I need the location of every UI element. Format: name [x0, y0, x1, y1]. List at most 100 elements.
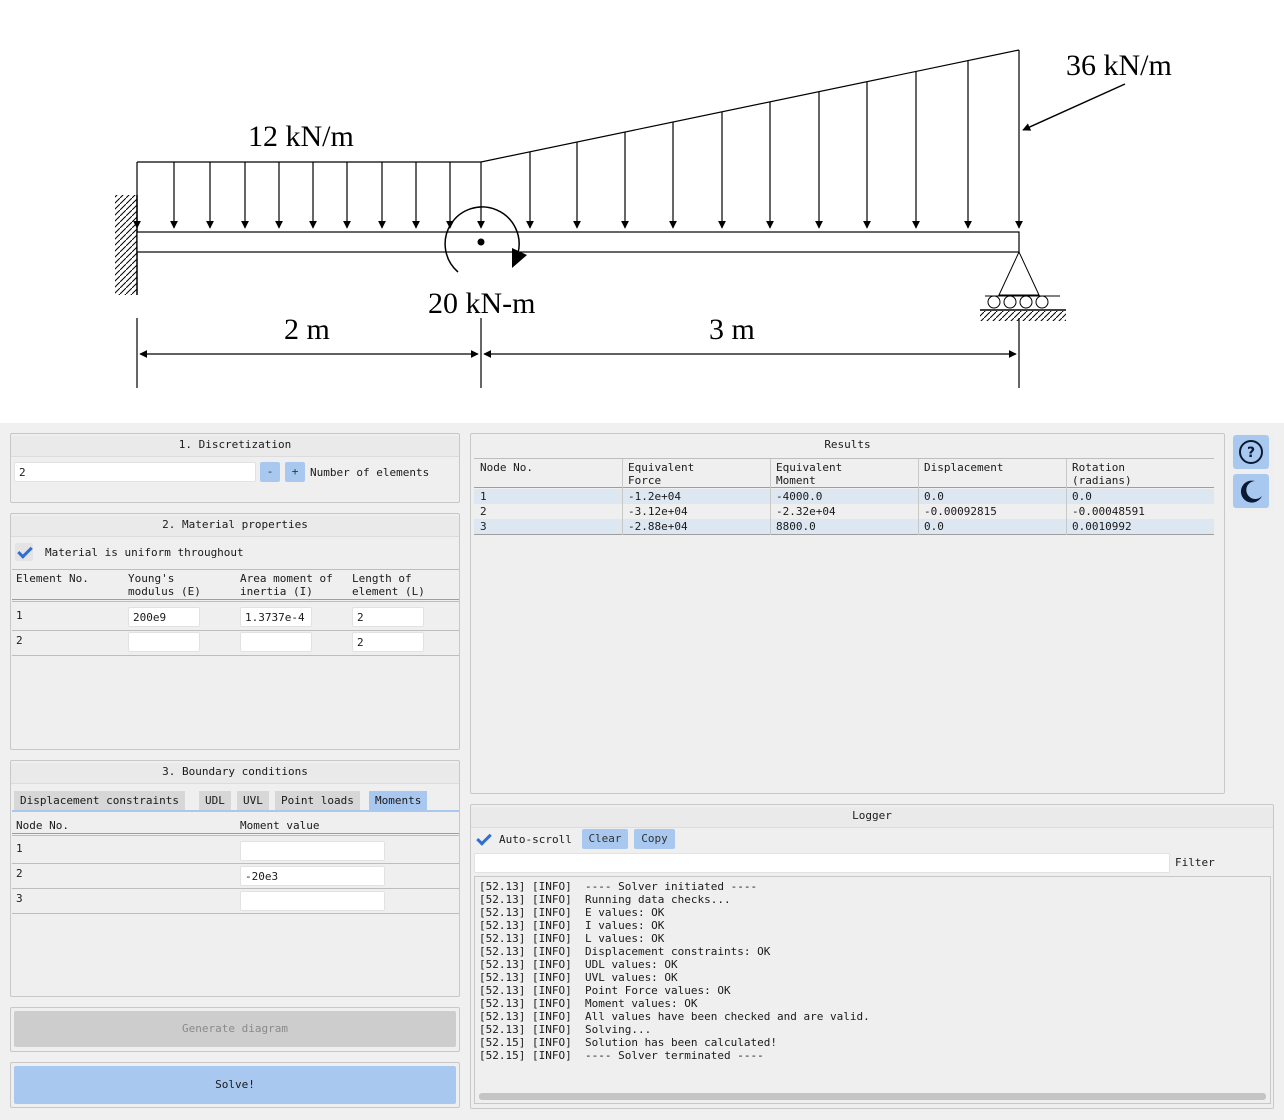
uvl-label: 36 kN/m [1066, 49, 1172, 82]
results-row-1-displacement: 0.0 [924, 490, 944, 503]
boundary-row-1-moment-input[interactable] [240, 841, 385, 861]
boundary-row-2-moment-input[interactable]: -20e3 [240, 866, 385, 886]
log-output[interactable]: [52.13] [INFO] ---- Solver initiated ---… [474, 876, 1271, 1104]
moment-label: 20 kN-m [428, 287, 536, 320]
filter-input[interactable] [474, 853, 1170, 873]
material-header-i: Area moment of inertia (I) [240, 572, 333, 598]
uvl-load-line [480, 49, 1020, 163]
log-line: [52.13] [INFO] Running data checks... [479, 893, 731, 906]
question-circle-icon: ? [1239, 440, 1263, 464]
results-row-2-node: 2 [480, 505, 487, 518]
log-horizontal-scrollbar[interactable] [479, 1093, 1266, 1100]
copy-button[interactable]: Copy [634, 829, 675, 849]
material-header-element: Element No. [16, 572, 89, 585]
material-row-1-l-input[interactable]: 2 [352, 607, 424, 627]
results-row-1-node: 1 [480, 490, 487, 503]
tab-displacement-constraints[interactable]: Displacement constraints [14, 791, 185, 810]
material-row-1-i-input[interactable]: 1.3737e-4 [240, 607, 312, 627]
results-row-3-node: 3 [480, 520, 487, 533]
results-row-3-force: -2.88e+04 [628, 520, 688, 533]
results-row-3-displacement: 0.0 [924, 520, 944, 533]
help-button[interactable]: ? [1233, 435, 1269, 469]
log-line: [52.15] [INFO] ---- Solver terminated --… [479, 1049, 764, 1062]
boundary-title: 3. Boundary conditions [11, 763, 459, 784]
results-row-1-moment: -4000.0 [776, 490, 823, 503]
results-row-1-force: -1.2e+04 [628, 490, 681, 503]
log-line: [52.15] [INFO] Solution has been calcula… [479, 1036, 778, 1049]
fixed-support [115, 195, 137, 295]
discretization-title: 1. Discretization [11, 436, 459, 457]
results-header-displacement: Displacement [924, 461, 1004, 474]
span1-label: 2 m [284, 313, 330, 346]
results-row-2-moment: -2.32e+04 [776, 505, 836, 518]
boundary-row-1-node: 1 [16, 842, 23, 855]
results-row-1-rotation: 0.0 [1072, 490, 1092, 503]
filter-label: Filter [1175, 856, 1215, 869]
material-title: 2. Material properties [11, 516, 459, 537]
results-header-force: Equivalent Force [628, 461, 695, 487]
results-row: 2 -3.12e+04 -2.32e+04 -0.00092815 -0.000… [474, 504, 1214, 519]
log-line: [52.13] [INFO] Displacement constraints:… [479, 945, 771, 958]
results-row-2-displacement: -0.00092815 [924, 505, 997, 518]
results-row: 3 -2.88e+04 8800.0 0.0 0.0010992 [474, 519, 1214, 534]
log-line: [52.13] [INFO] Point Force values: OK [479, 984, 731, 997]
log-line: [52.13] [INFO] ---- Solver initiated ---… [479, 880, 758, 893]
decrement-button[interactable]: - [260, 462, 280, 482]
results-row-2-rotation: -0.00048591 [1072, 505, 1145, 518]
log-line: [52.13] [INFO] Solving... [479, 1023, 652, 1036]
log-line: [52.13] [INFO] UDL values: OK [479, 958, 678, 971]
span2-label: 3 m [709, 313, 755, 346]
logger-title: Logger [471, 807, 1273, 828]
log-line: [52.13] [INFO] I values: OK [479, 919, 665, 932]
results-row-2-force: -3.12e+04 [628, 505, 688, 518]
increment-button[interactable]: + [285, 462, 305, 482]
solve-button[interactable]: Solve! [14, 1066, 456, 1104]
autoscroll-label: Auto-scroll [499, 833, 572, 846]
tab-uvl[interactable]: UVL [237, 791, 269, 810]
udl-label: 12 kN/m [248, 120, 354, 153]
tab-udl[interactable]: UDL [199, 791, 231, 810]
material-header-e: Young's modulus (E) [128, 572, 201, 598]
autoscroll-checkbox[interactable] [474, 830, 492, 848]
roller-support [998, 250, 1040, 296]
moment-arc [444, 206, 520, 273]
log-line: [52.13] [INFO] Moment values: OK [479, 997, 698, 1010]
material-row-1-element: 1 [16, 609, 23, 622]
material-row-2-element: 2 [16, 634, 23, 647]
tab-moments[interactable]: Moments [369, 791, 428, 810]
uniform-material-checkbox[interactable] [15, 543, 33, 561]
beam-diagram: 12 kN/m 36 kN/m 20 kN-m 2 m 3 m [0, 0, 1284, 423]
results-header-rotation: Rotation (radians) [1072, 461, 1132, 487]
results-row-3-moment: 8800.0 [776, 520, 816, 533]
material-row-1-e-input[interactable]: 200e9 [128, 607, 200, 627]
uniform-material-label: Material is uniform throughout [45, 546, 244, 559]
boundary-header-node: Node No. [16, 819, 69, 832]
material-row-2-l-input[interactable]: 2 [352, 632, 424, 652]
num-elements-input[interactable]: 2 [14, 462, 256, 482]
moon-icon [1240, 480, 1262, 503]
theme-toggle-button[interactable] [1233, 474, 1269, 508]
material-header-l: Length of element (L) [352, 572, 425, 598]
beam-diagram-svg: 12 kN/m 36 kN/m 20 kN-m 2 m 3 m [115, 49, 1172, 388]
svg-text:?: ? [1247, 445, 1255, 461]
beam [136, 231, 1020, 253]
results-row: 1 -1.2e+04 -4000.0 0.0 0.0 [474, 489, 1214, 504]
tab-point-loads[interactable]: Point loads [275, 791, 360, 810]
results-header-node: Node No. [480, 461, 533, 474]
results-header-moment: Equivalent Moment [776, 461, 843, 487]
num-elements-label: Number of elements [310, 466, 430, 479]
boundary-row-3-node: 3 [16, 892, 23, 905]
log-line: [52.13] [INFO] L values: OK [479, 932, 665, 945]
boundary-row-3-moment-input[interactable] [240, 891, 385, 911]
boundary-row-2-node: 2 [16, 867, 23, 880]
material-row-2-e-input[interactable] [128, 632, 200, 652]
generate-diagram-button[interactable]: Generate diagram [14, 1011, 456, 1047]
material-panel: 2. Material properties [10, 513, 460, 750]
log-line: [52.13] [INFO] All values have been chec… [479, 1010, 870, 1023]
material-row-2-i-input[interactable] [240, 632, 312, 652]
results-row-3-rotation: 0.0010992 [1072, 520, 1132, 533]
log-line: [52.13] [INFO] UVL values: OK [479, 971, 678, 984]
clear-button[interactable]: Clear [582, 829, 628, 849]
boundary-header-moment: Moment value [240, 819, 320, 832]
log-line: [52.13] [INFO] E values: OK [479, 906, 665, 919]
